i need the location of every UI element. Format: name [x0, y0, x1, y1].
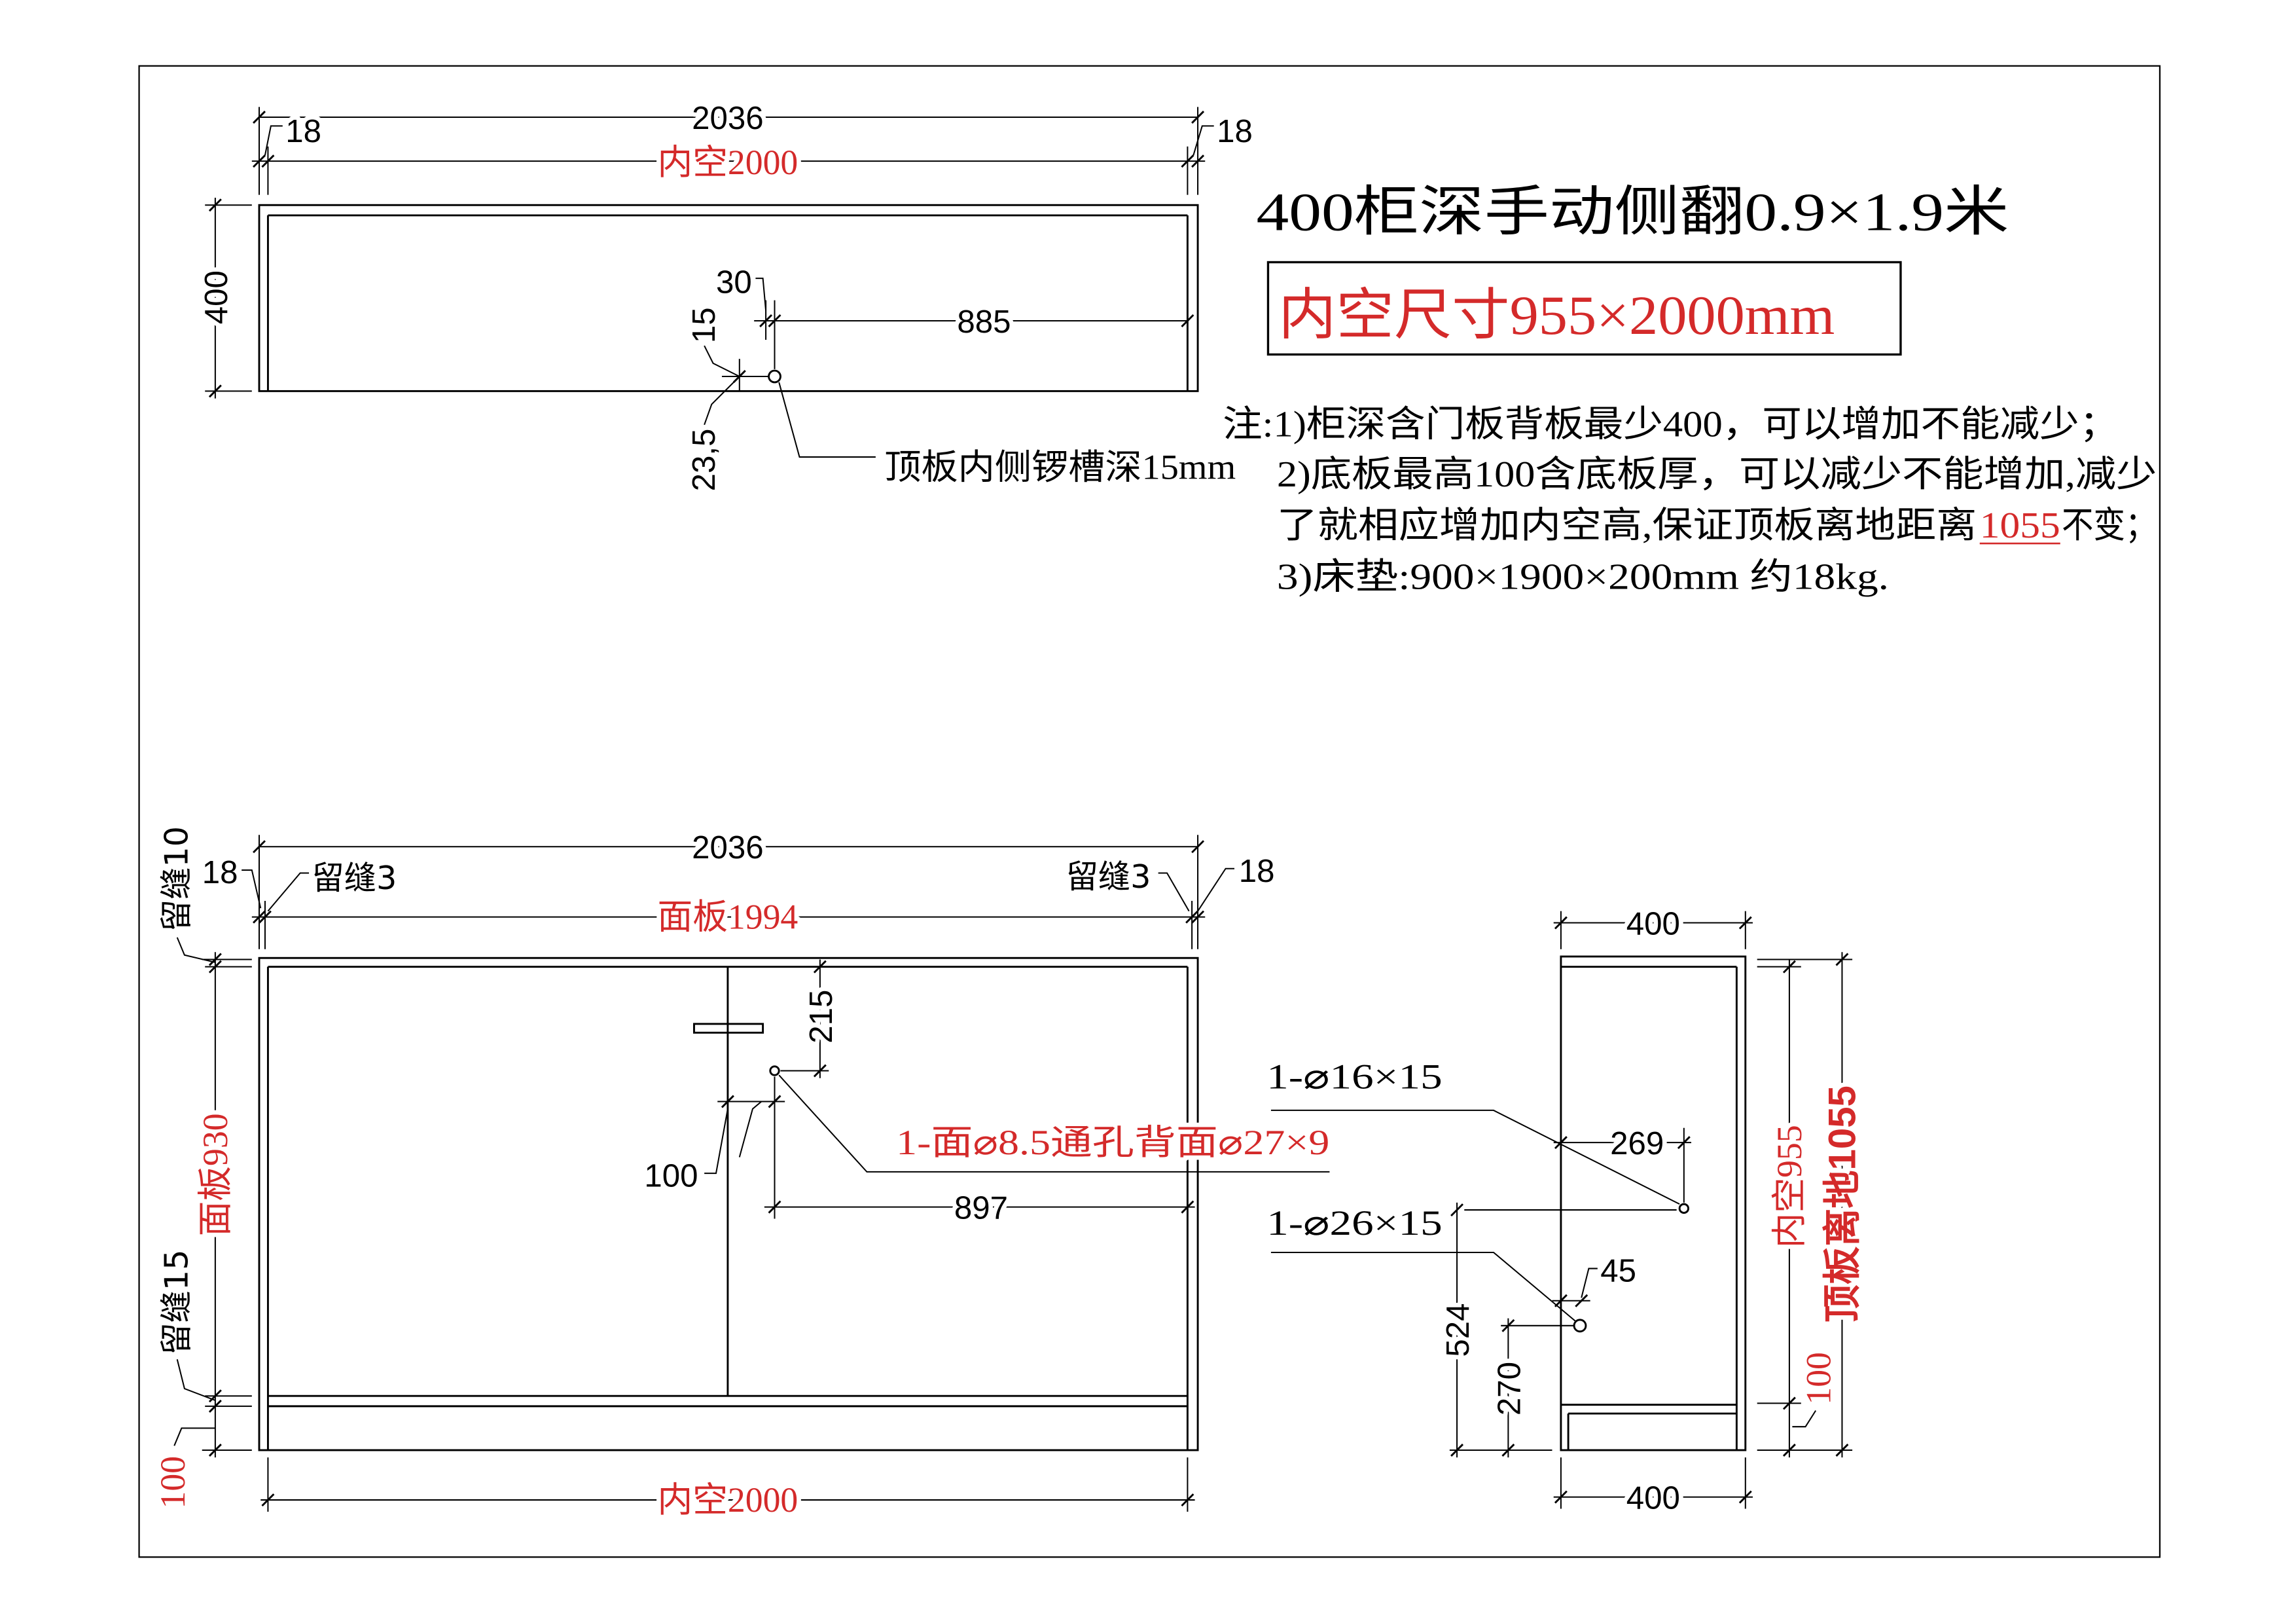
top-inner-width-label: 内空2000 — [658, 143, 798, 182]
groove-hole — [768, 369, 781, 384]
upper-hole — [1678, 1203, 1689, 1214]
notes: 注:1)柜深含门板背板最少400，可以增加不能减少； 2)底板最高100含底板厚… — [1223, 405, 2157, 598]
note-line-3-value: 1055 — [1980, 505, 2060, 546]
top-left-side-label: 18 — [285, 113, 321, 149]
front-hole — [769, 1065, 780, 1076]
side-lower-hole-note: 1-⌀26×15 — [1266, 1203, 1442, 1243]
top-depth-label: 400 — [198, 270, 234, 324]
front-overall-width-label: 2036 — [692, 830, 763, 866]
note-line-3-start: 了就相应增加内空高,保证顶板离地距离 — [1277, 505, 1977, 546]
dimension-ticks — [208, 111, 1849, 1507]
drawing-title: 400柜深手动侧翻0.9×1.9米 — [1257, 181, 2009, 242]
front-hole-from-top-label: 215 — [803, 990, 839, 1044]
lower-hole — [1573, 1319, 1587, 1333]
inner-size-text: 内空尺寸955×2000mm — [1278, 285, 1835, 346]
top-view-cabinet-outline — [258, 204, 1199, 392]
side-view-cabinet-outline — [1560, 955, 1747, 1451]
side-lower-hole-offset-label: 45 — [1600, 1253, 1636, 1289]
front-bottom-gap-label: 留缝15 — [157, 1249, 195, 1355]
side-upper-hole-depth-label: 269 — [1610, 1125, 1664, 1161]
top-view-dimension-lines — [205, 107, 1214, 458]
front-hole-note: 1-面⌀8.5通孔背面⌀27×9 — [896, 1123, 1329, 1162]
front-left-gap-label: 留缝3 — [312, 859, 397, 897]
door-handle — [692, 1023, 764, 1034]
front-top-gap-label: 留缝10 — [157, 826, 195, 932]
top-offset-large-label: 885 — [957, 304, 1011, 340]
side-depth-top-label: 400 — [1626, 905, 1680, 941]
top-view: 2036 内空2000 18 18 400 30 885 15 23,5 顶板内… — [194, 96, 1257, 496]
front-panel-height-label: 面板930 — [196, 1113, 235, 1236]
front-view: 2036 面板1994 18 留缝3 留缝3 18 留缝10 面板930 留缝1… — [149, 822, 1334, 1524]
note-line-3-end: 不变； — [2062, 505, 2157, 546]
front-inner-width-label: 内空2000 — [658, 1480, 798, 1520]
top-overall-width-label: 2036 — [692, 100, 763, 136]
drawing-frame — [138, 65, 2161, 1558]
groove-note: 顶板内侧锣槽深15mm — [884, 448, 1236, 487]
top-right-side-label: 18 — [1217, 113, 1253, 149]
side-lower-hole-height-label: 270 — [1491, 1362, 1527, 1415]
side-view: 400 400 1-⌀16×15 269 1-⌀26×15 45 524 270… — [1263, 902, 1869, 1520]
front-hole-to-side-label: 897 — [954, 1190, 1008, 1226]
front-view-dimension-lines — [173, 835, 1330, 1512]
front-hole-from-center-label: 100 — [644, 1158, 698, 1194]
front-right-gap-label: 留缝3 — [1066, 858, 1151, 896]
front-left-side-label: 18 — [202, 854, 238, 890]
front-view-cabinet-outline — [258, 957, 1199, 1451]
side-upper-hole-note: 1-⌀16×15 — [1266, 1057, 1442, 1096]
top-offset-small-label: 30 — [716, 264, 752, 300]
front-right-side-label: 18 — [1239, 853, 1275, 889]
front-base-height-label: 100 — [153, 1456, 192, 1509]
side-inner-height-label: 内空955 — [1770, 1125, 1809, 1248]
note-line-2: 2)底板最高100含底板厚，可以减少不能增加,减少 — [1277, 454, 2157, 495]
top-groove-offset-label: 23,5 — [686, 429, 722, 492]
side-top-to-floor-label: 顶板离地1055 — [1821, 1085, 1864, 1322]
side-view-dimension-lines — [1270, 911, 1853, 1509]
top-groove-width-label: 15 — [686, 307, 722, 343]
note-line-1: 注:1)柜深含门板背板最少400，可以增加不能减少； — [1223, 405, 2119, 445]
side-upper-hole-height-label: 524 — [1440, 1303, 1476, 1357]
inner-size-box — [1266, 261, 1902, 356]
side-base-height-label: 100 — [1799, 1352, 1839, 1405]
side-depth-bottom-label: 400 — [1626, 1480, 1680, 1516]
note-line-4: 3)床垫:900×1900×200mm 约18kg. — [1277, 556, 1889, 597]
front-panel-width-label: 面板1994 — [658, 897, 798, 936]
